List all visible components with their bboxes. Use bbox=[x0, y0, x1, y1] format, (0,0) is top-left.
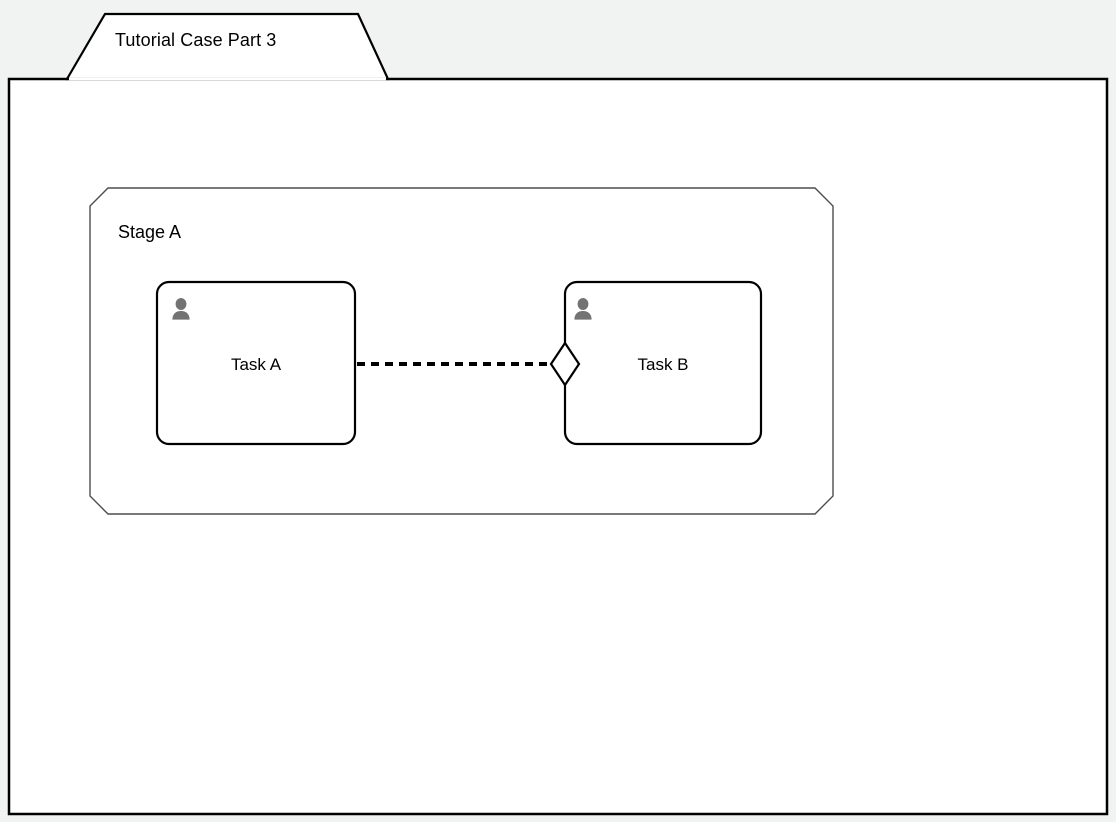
user-icon bbox=[170, 297, 192, 321]
user-icon bbox=[572, 297, 594, 321]
stage-label: Stage A bbox=[118, 222, 182, 242]
case-tab-label: Tutorial Case Part 3 bbox=[115, 30, 277, 50]
task-a-node[interactable] bbox=[155, 280, 357, 446]
connector-diamond-marker[interactable] bbox=[549, 341, 581, 387]
task-a-label: Task A bbox=[230, 355, 282, 374]
task-b-label: Task B bbox=[637, 355, 689, 374]
